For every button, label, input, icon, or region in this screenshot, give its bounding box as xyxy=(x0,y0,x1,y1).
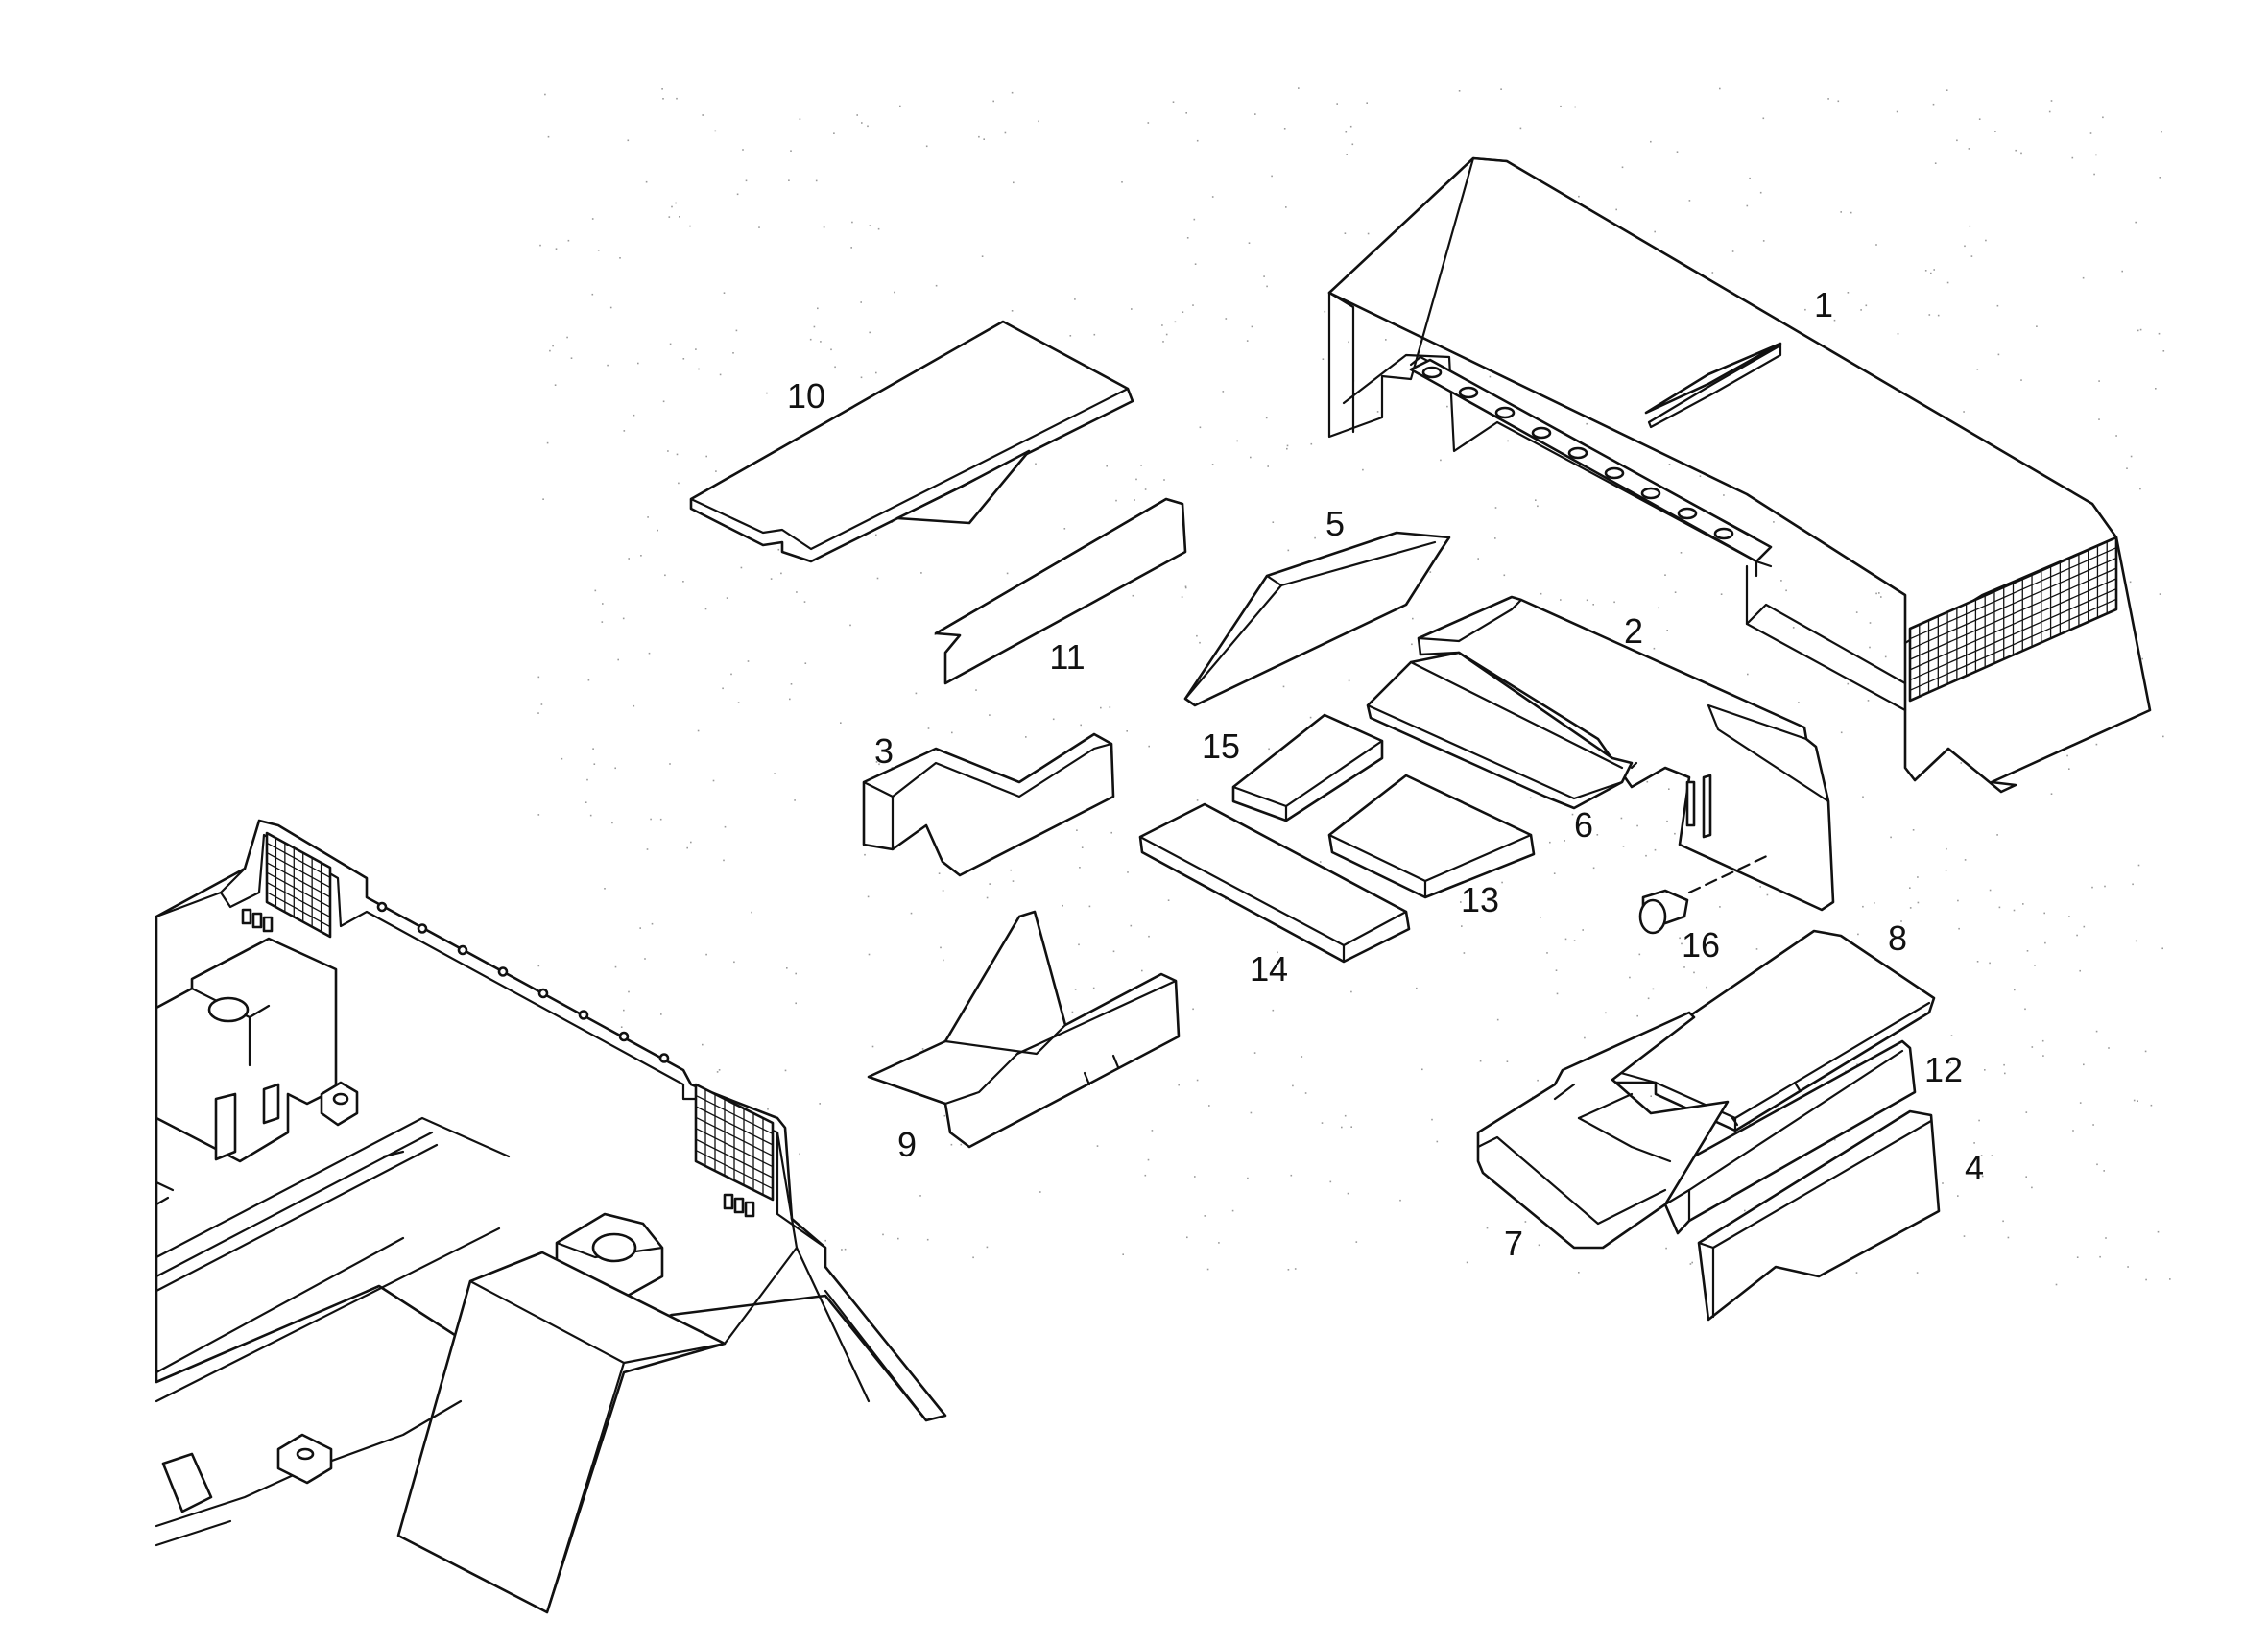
part-1-rear-cover xyxy=(1327,156,2152,794)
hole-icon xyxy=(1531,426,1552,440)
hole-icon xyxy=(1567,446,1588,460)
callout-7: 7 xyxy=(1504,1224,1523,1263)
callout-2: 2 xyxy=(1624,611,1643,651)
callout-13: 13 xyxy=(1461,880,1499,919)
callout-8: 8 xyxy=(1888,918,1907,958)
hole-icon xyxy=(376,901,388,913)
vent-grille-icon xyxy=(1908,536,2118,703)
hole-icon xyxy=(1458,386,1479,399)
part-4-base-block xyxy=(1697,1109,1941,1322)
hole-icon xyxy=(1604,466,1625,480)
callout-12: 12 xyxy=(1924,1050,1963,1089)
hole-icon xyxy=(537,988,549,999)
hole-icon xyxy=(1677,507,1698,520)
hole-icon xyxy=(1421,366,1443,379)
part-6-ramp xyxy=(1366,651,1634,810)
part-7-tray xyxy=(1476,1011,1730,1250)
part-12-strip xyxy=(1663,1039,1917,1235)
vent-grille-icon xyxy=(694,1083,775,1202)
callout-5: 5 xyxy=(1325,504,1345,543)
hole-icon xyxy=(658,1053,670,1063)
callout-4: 4 xyxy=(1965,1148,1984,1187)
part-16-fastener xyxy=(1638,852,1773,935)
part-5-angled-plate xyxy=(1183,531,1451,707)
vent-grille-icon xyxy=(265,831,332,939)
callout-10: 10 xyxy=(787,376,825,416)
hole-icon xyxy=(1494,406,1516,419)
hole-icon xyxy=(1713,527,1734,540)
chassis-assembly xyxy=(155,819,947,1614)
hole-icon xyxy=(578,1010,589,1020)
hole-icon xyxy=(618,1031,630,1042)
callout-15: 15 xyxy=(1202,727,1240,766)
part-9-trough xyxy=(867,910,1181,1149)
part-3-notched-block xyxy=(862,732,1115,877)
part-13-pad xyxy=(1327,774,1536,899)
part-8-plate xyxy=(1609,929,1936,1132)
callout-14: 14 xyxy=(1250,949,1288,989)
callout-9: 9 xyxy=(897,1125,917,1164)
callout-1: 1 xyxy=(1814,285,1833,324)
part-2-side-panel xyxy=(1417,595,1835,912)
callout-6: 6 xyxy=(1574,805,1593,845)
hole-icon xyxy=(497,966,509,977)
callout-16: 16 xyxy=(1682,925,1720,965)
slot-icon xyxy=(241,908,755,1218)
hole-icon xyxy=(417,923,428,934)
hole-icon xyxy=(1640,487,1661,500)
part-15-block xyxy=(1231,713,1384,822)
part-10-top-plate xyxy=(689,320,1134,563)
callout-3: 3 xyxy=(874,731,894,771)
callout-labels: 1 2 3 4 5 6 7 8 9 10 11 12 13 14 15 16 xyxy=(787,285,1984,1263)
part-11-strip xyxy=(934,497,1187,685)
part-14-bar xyxy=(1138,802,1411,964)
hole-icon xyxy=(457,944,468,956)
callout-11: 11 xyxy=(1049,637,1085,677)
